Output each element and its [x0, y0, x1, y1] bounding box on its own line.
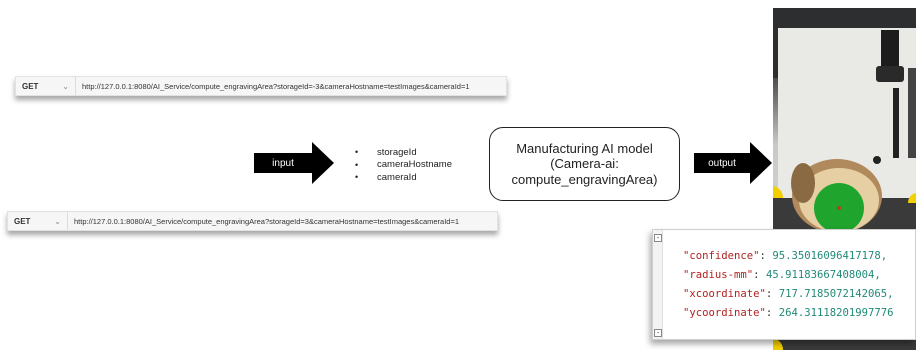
chevron-down-icon: ⌄ — [62, 81, 69, 91]
list-item: • storageId — [355, 146, 452, 159]
json-key: "xcoordinate" — [683, 288, 766, 300]
bullet-icon: • — [355, 159, 359, 170]
http-method-label: GET — [22, 81, 39, 91]
input-arrow-label: input — [254, 153, 312, 173]
arrow-head-icon — [312, 142, 334, 184]
model-box-line-1: Manufacturing AI model — [516, 140, 653, 156]
request-url-field[interactable]: http://127.0.0.1:8080/AI_Service/compute… — [82, 81, 470, 91]
input-arrow: input — [254, 142, 334, 184]
json-key: "confidence" — [683, 250, 760, 262]
request-bar-bottom: GET ⌄ http://127.0.0.1:8080/AI_Service/c… — [7, 211, 498, 231]
json-line-xcoordinate: "xcoordinate": 717.7185072142065, — [683, 288, 894, 300]
json-output-panel: - - "confidence": 95.35016096417178, "ra… — [652, 229, 916, 340]
model-box-line-3: compute_engravingArea) — [511, 171, 658, 187]
json-value: 95.35016096417178, — [772, 250, 888, 262]
list-item: • cameraHostname — [355, 159, 452, 172]
json-line-radius: "radius-mm": 45.91183667408004, — [683, 269, 881, 281]
fold-toggle-icon[interactable]: - — [654, 329, 662, 337]
arrow-head-icon — [750, 142, 772, 184]
param-label: cameraHostname — [377, 159, 452, 171]
output-arrow: output — [694, 142, 772, 184]
http-method-select[interactable]: GET ⌄ — [8, 212, 68, 230]
json-key: "ycoordinate" — [683, 307, 766, 319]
model-box-line-2: (Camera-ai: — [550, 156, 619, 172]
request-bar-top: GET ⌄ http://127.0.0.1:8080/AI_Service/c… — [15, 76, 507, 96]
http-method-label: GET — [14, 216, 31, 226]
param-label: storageId — [377, 146, 417, 158]
json-value: 264.31118201997776 — [778, 307, 894, 319]
json-line-confidence: "confidence": 95.35016096417178, — [683, 250, 888, 262]
json-line-ycoordinate: "ycoordinate": 264.31118201997776 — [683, 307, 894, 319]
request-url-field[interactable]: http://127.0.0.1:8080/AI_Service/compute… — [74, 216, 460, 226]
editor-gutter — [653, 230, 663, 339]
bullet-icon: • — [355, 172, 359, 183]
fold-toggle-icon[interactable]: - — [654, 234, 662, 242]
output-arrow-label: output — [694, 153, 750, 173]
chevron-down-icon: ⌄ — [54, 216, 61, 226]
json-value: 45.91183667408004, — [765, 269, 881, 281]
json-key: "radius-mm" — [683, 269, 754, 281]
ai-model-box: Manufacturing AI model (Camera-ai: compu… — [489, 127, 680, 201]
list-item: • cameraId — [355, 171, 452, 184]
json-value: 717.7185072142065, — [778, 288, 894, 300]
http-method-select[interactable]: GET ⌄ — [16, 77, 76, 95]
param-label: cameraId — [377, 171, 417, 183]
bullet-icon: • — [355, 147, 359, 158]
parameter-list: • storageId • cameraHostname • cameraId — [355, 146, 452, 184]
